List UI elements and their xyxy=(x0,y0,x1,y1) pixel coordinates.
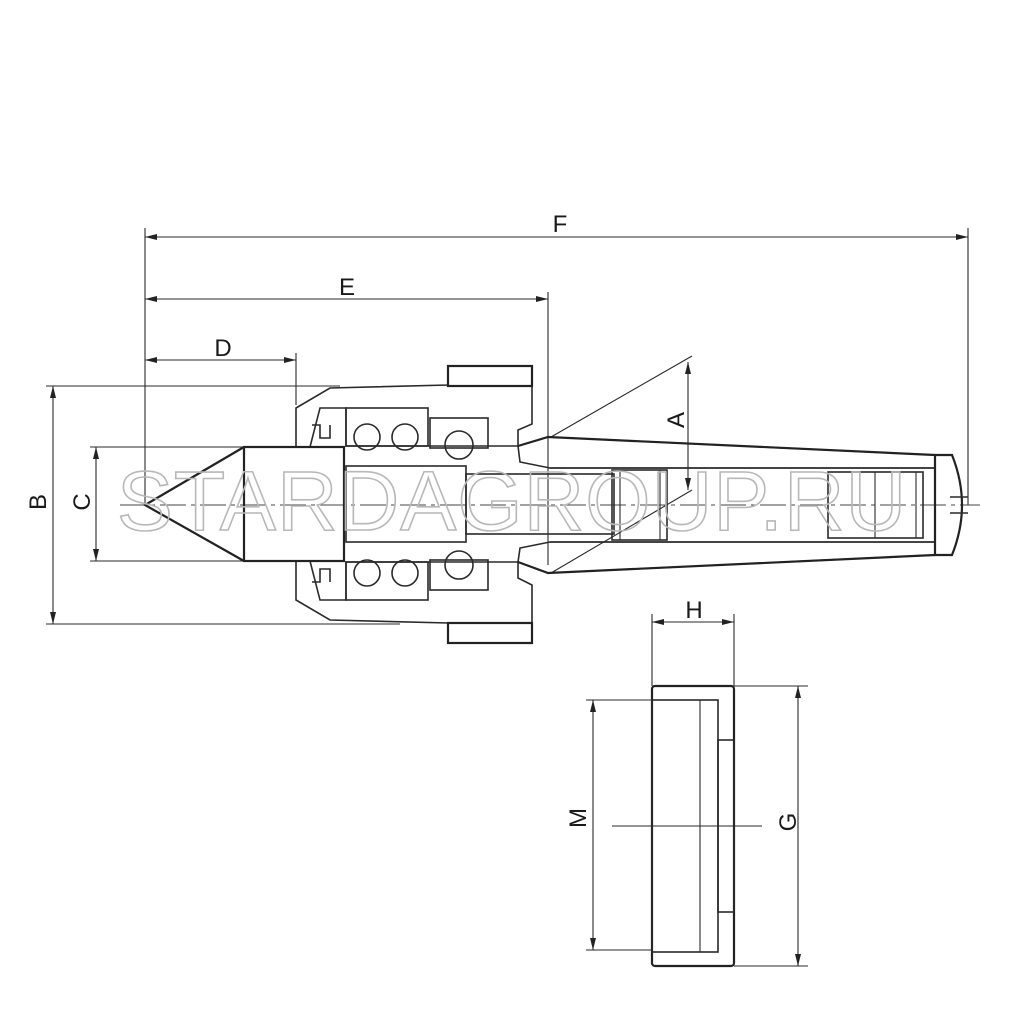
dim-label-d: D xyxy=(214,335,231,362)
dim-label-m: M xyxy=(565,808,592,828)
dim-label-a: A xyxy=(663,412,690,428)
dim-label-e: E xyxy=(339,274,355,301)
dimension-lines xyxy=(46,228,980,625)
dim-label-b: B xyxy=(25,494,52,510)
dim-label-g: G xyxy=(775,813,802,832)
dim-label-c: C xyxy=(69,493,96,510)
dim-label-h: H xyxy=(685,597,702,624)
nut-detail xyxy=(586,614,808,968)
watermark-text: STARDAGROUP.RU xyxy=(117,454,907,548)
live-center-body xyxy=(142,364,968,645)
dim-label-f: F xyxy=(553,211,568,238)
